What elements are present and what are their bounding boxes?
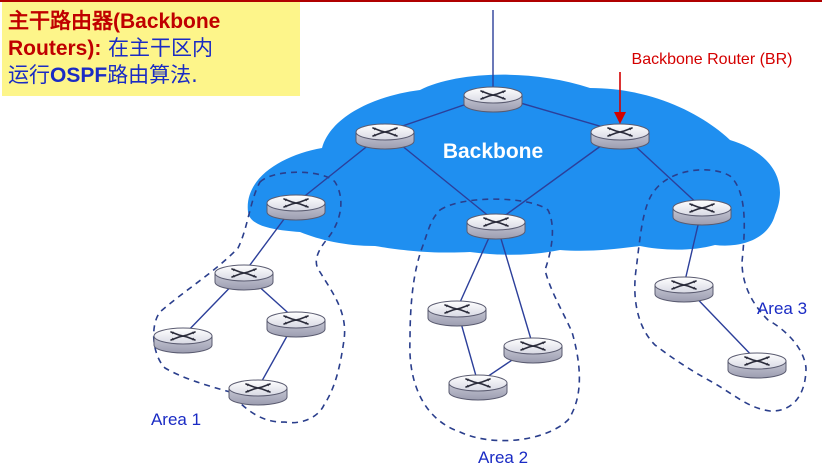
area2-boundary <box>409 198 581 442</box>
area1-boundary <box>152 171 346 424</box>
br-annotation-label: Backbone Router (BR) <box>632 51 793 68</box>
router-icon <box>672 199 732 226</box>
router-icon <box>654 276 714 303</box>
link-a2-right <box>495 221 534 347</box>
callout-title-en: (Backbone Routers): <box>8 10 221 60</box>
router-icon <box>266 194 326 221</box>
callout-box: 主干路由器(Backbone Routers): 在主干区内 运行OSPF路由算… <box>2 2 300 96</box>
callout-desc-1: 在主干区内 <box>101 36 214 60</box>
callout-desc-2c: 路由算法. <box>107 63 198 87</box>
area3-boundary <box>634 169 807 412</box>
router-icon <box>448 374 508 401</box>
router-icon <box>153 327 213 354</box>
router-icon <box>463 86 523 113</box>
router-icon <box>727 352 787 379</box>
backbone-label: Backbone <box>443 140 543 163</box>
area3-label: Area 3 <box>757 299 807 318</box>
router-icon <box>355 123 415 150</box>
router-icon <box>427 300 487 327</box>
area2-label: Area 2 <box>478 448 528 467</box>
router-icon <box>214 264 274 291</box>
callout-desc-2b: OSPF <box>50 64 108 87</box>
area1-label: Area 1 <box>151 410 201 429</box>
backbone-cloud <box>247 74 780 255</box>
router-icon <box>503 337 563 364</box>
router-icon <box>228 379 288 406</box>
callout-desc-2a: 运行 <box>8 63 50 87</box>
router-icon <box>266 311 326 338</box>
br-annotation-arrowhead <box>614 112 626 124</box>
callout-title-cn: 主干路由器 <box>8 9 113 33</box>
router-icon <box>590 123 650 150</box>
router-icon <box>466 213 526 240</box>
